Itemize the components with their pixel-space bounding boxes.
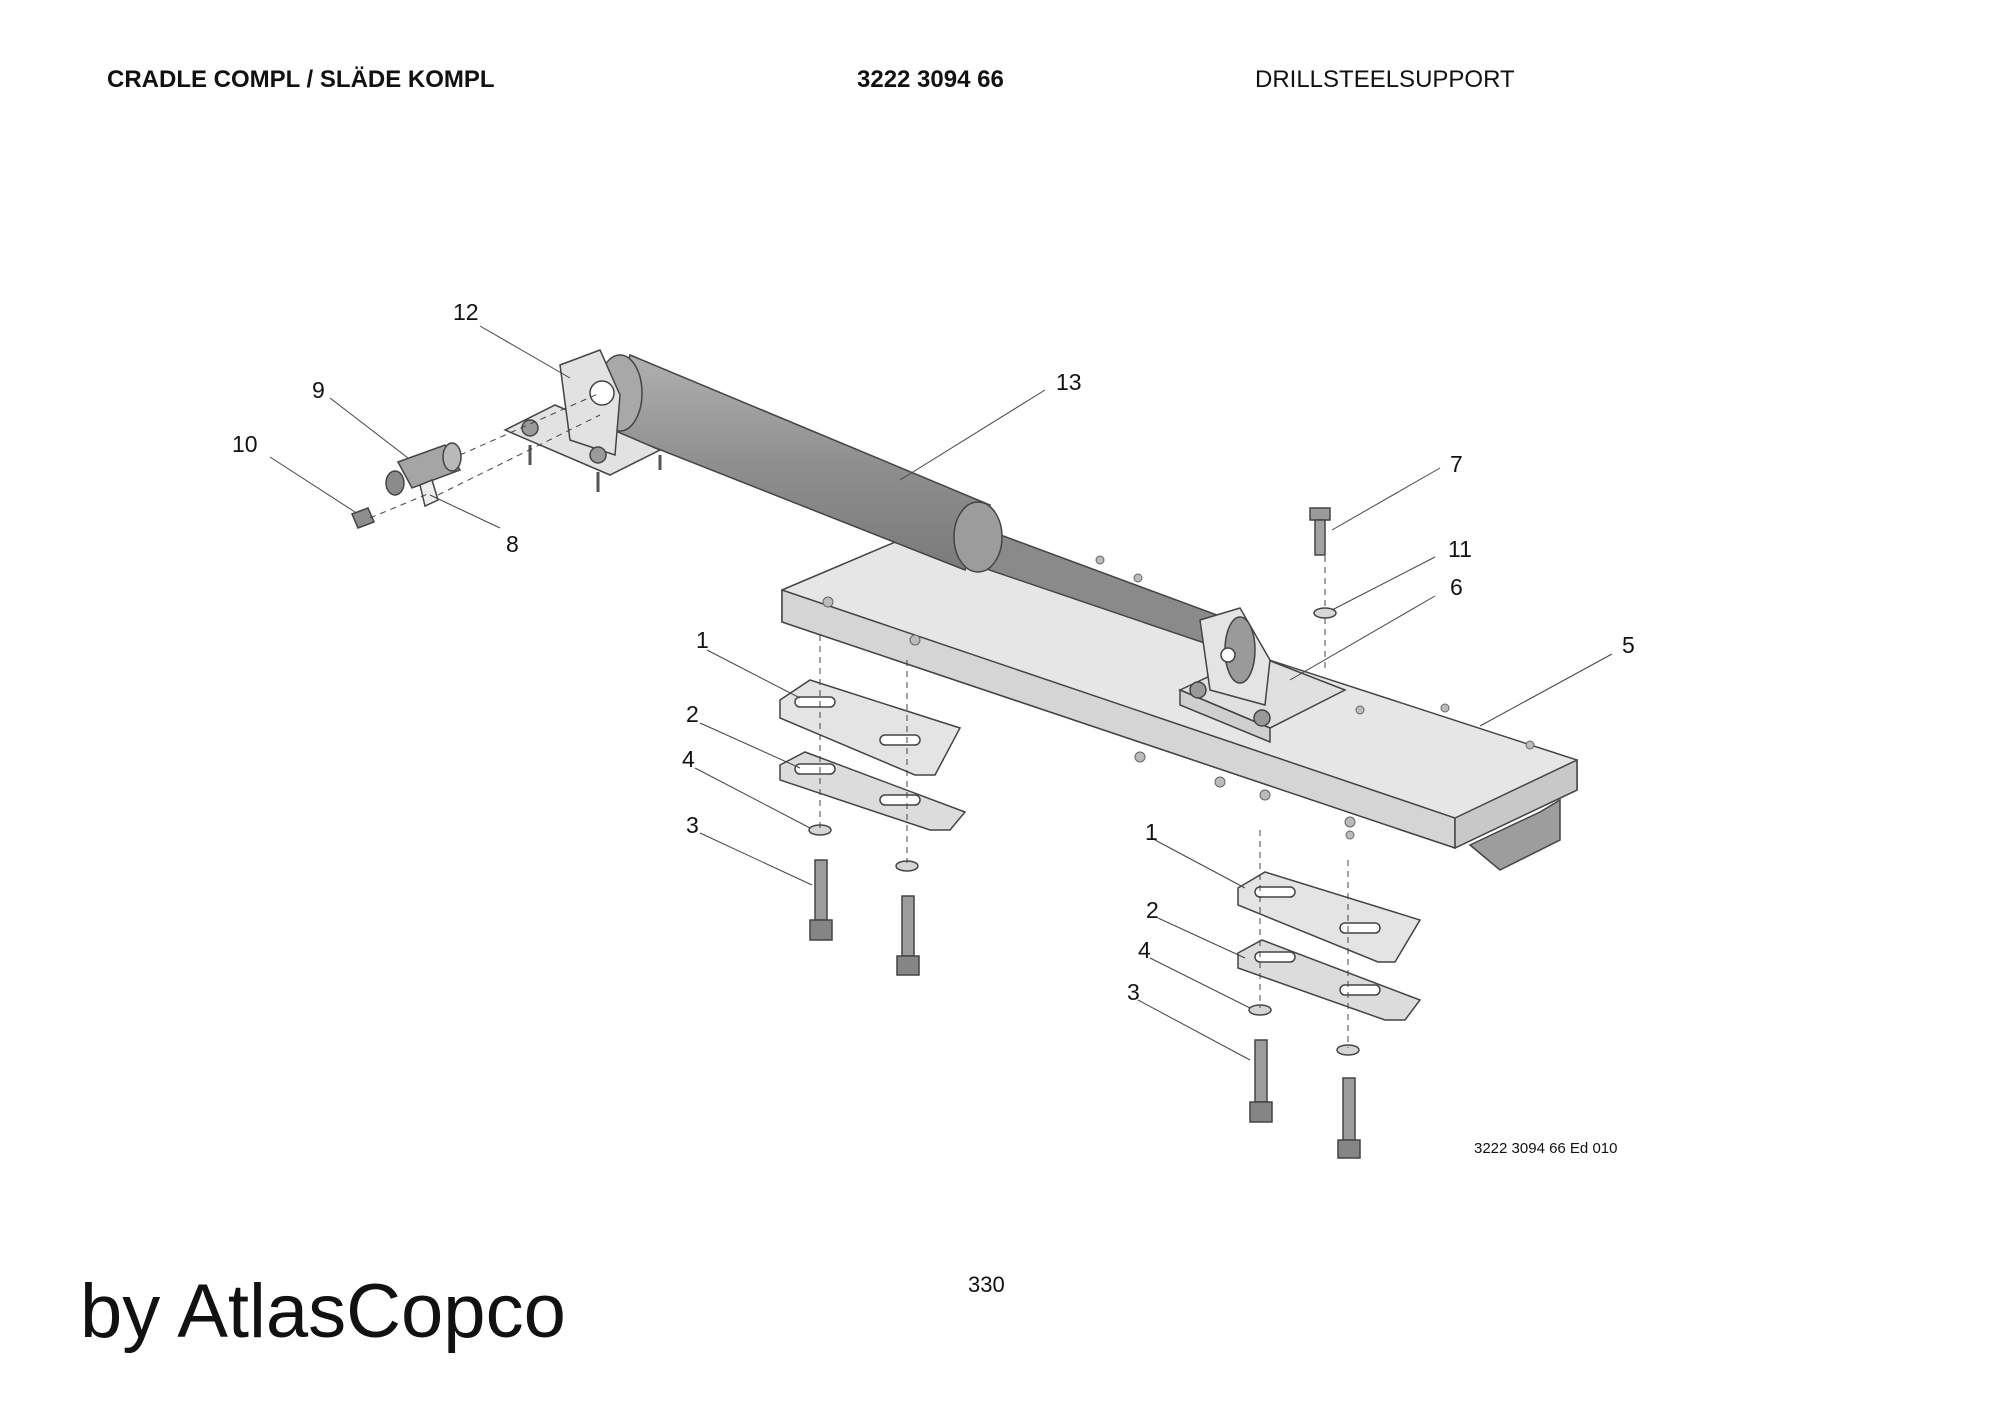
callout-11: 11 bbox=[1448, 536, 1472, 562]
callout-1-left: 1 bbox=[696, 627, 709, 653]
callout-6: 6 bbox=[1450, 574, 1463, 600]
callout-2-left: 2 bbox=[686, 701, 699, 727]
callout-4-left: 4 bbox=[682, 746, 695, 772]
part-number: 3222 3094 66 bbox=[857, 66, 1004, 93]
assembly-lines bbox=[369, 392, 1349, 1048]
callout-labels: 12 9 10 8 13 7 11 6 5 1 2 4 3 1 2 4 3 bbox=[232, 299, 1635, 1005]
part-description: DRILLSTEELSUPPORT bbox=[1255, 66, 1515, 93]
callout-7: 7 bbox=[1450, 451, 1463, 477]
page-title: CRADLE COMPL / SLÄDE KOMPL bbox=[107, 66, 495, 93]
page-number: 330 bbox=[968, 1272, 1005, 1297]
callout-1-right: 1 bbox=[1145, 819, 1158, 845]
callout-8: 8 bbox=[506, 531, 519, 557]
leader-lines bbox=[269, 325, 1613, 1061]
bolt-and-washer bbox=[1309, 507, 1337, 619]
callout-13: 13 bbox=[1056, 369, 1082, 395]
right-guide-set bbox=[1237, 871, 1422, 1159]
hydraulic-cylinder bbox=[597, 353, 1226, 652]
front-mount-bracket bbox=[1178, 607, 1347, 744]
footer-brand: by AtlasCopco bbox=[80, 1269, 566, 1354]
callout-2-right: 2 bbox=[1146, 897, 1159, 923]
callout-5: 5 bbox=[1622, 632, 1635, 658]
callout-3-right: 3 bbox=[1127, 979, 1140, 1005]
callout-4-right: 4 bbox=[1138, 937, 1151, 963]
drawing-reference: 3222 3094 66 Ed 010 bbox=[1474, 1140, 1618, 1157]
callout-9: 9 bbox=[312, 377, 325, 403]
callout-12: 12 bbox=[453, 299, 479, 325]
rear-mount-bracket bbox=[503, 349, 662, 492]
callout-10: 10 bbox=[232, 431, 258, 457]
pin-assembly bbox=[351, 442, 462, 529]
left-guide-set bbox=[779, 679, 967, 976]
callout-3-left: 3 bbox=[686, 812, 699, 838]
